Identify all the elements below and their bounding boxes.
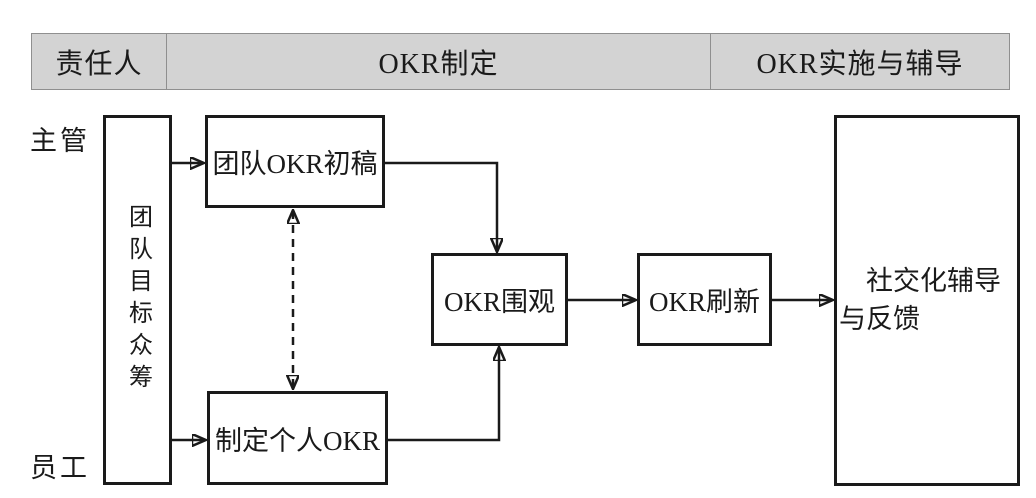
- header-cell-okr-formulation: OKR制定: [166, 33, 711, 90]
- node-social-coaching-feedback: 社交化辅导与反馈: [834, 115, 1020, 486]
- node-okr-refresh-label: OKR刷新: [648, 287, 760, 317]
- node-team-okr-draft-label: 团队OKR初稿: [212, 149, 378, 179]
- node-okr-refresh: OKR刷新: [637, 253, 772, 346]
- connector-personal-to-review: [388, 348, 499, 442]
- header-cell-okr-implementation: OKR实施与辅导: [710, 33, 1010, 90]
- node-team-okr-draft: 团队OKR初稿: [205, 115, 385, 208]
- header-cell-okr-implementation-label: OKR实施与辅导: [756, 48, 964, 80]
- lane-label-supervisor: 主管: [30, 126, 90, 156]
- node-personal-okr-label: 制定个人OKR: [214, 425, 380, 456]
- node-team-goal-crowdfunding: 团队目标众筹: [103, 115, 172, 485]
- node-okr-review: OKR围观: [431, 253, 568, 346]
- node-social-coaching-feedback-label: 社交化辅导与反馈: [839, 265, 1001, 334]
- header-cell-responsible: 责任人: [31, 33, 167, 90]
- node-team-goal-crowdfunding-label: 团队目标众筹: [124, 204, 151, 396]
- node-personal-okr: 制定个人OKR: [207, 391, 388, 485]
- header-cell-okr-formulation-label: OKR制定: [378, 48, 499, 80]
- node-okr-review-label: OKR围观: [443, 287, 555, 317]
- connector-draft-to-review: [385, 161, 497, 251]
- header-cell-responsible-label: 责任人: [55, 48, 143, 80]
- lane-label-employee: 员工: [30, 453, 90, 483]
